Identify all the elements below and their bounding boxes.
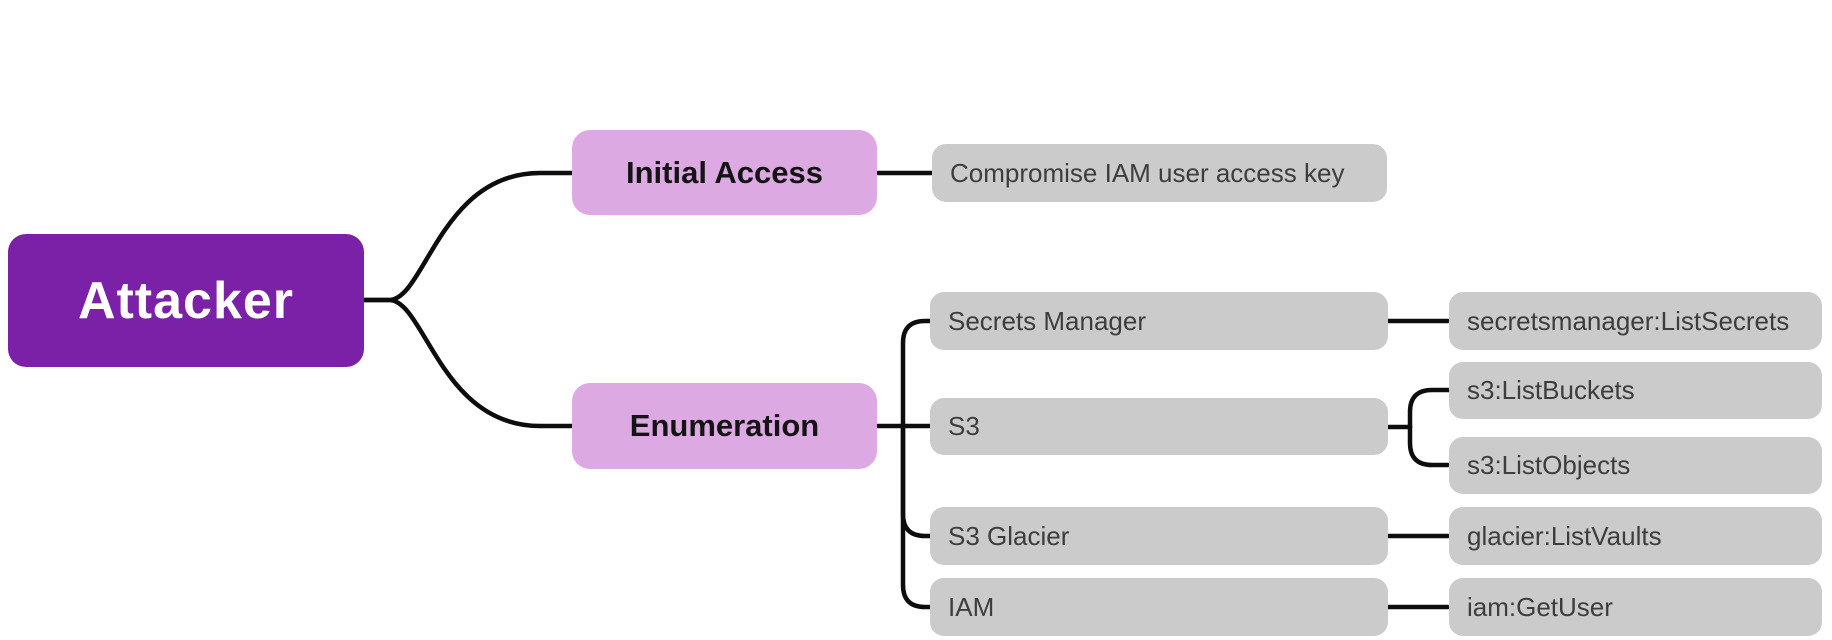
node-secrets-manager: Secrets Manager [930, 292, 1388, 350]
connector-s3-listbuckets [1407, 387, 1452, 430]
connector-enumeration-iam [900, 423, 937, 610]
node-initial-access: Initial Access [572, 130, 877, 215]
node-attacker: Attacker [8, 234, 364, 367]
node-s3-listbuckets: s3:ListBuckets [1449, 362, 1822, 419]
node-secretsmanager-listsecrets: secretsmanager:ListSecrets [1449, 292, 1822, 350]
node-iam-getuser: iam:GetUser [1449, 578, 1822, 636]
connector-attacker-enumeration [361, 297, 575, 429]
node-iam: IAM [930, 578, 1388, 636]
connector-s3-listobjects [1407, 424, 1452, 468]
node-compromise-iam-user-access-key: Compromise IAM user access key [932, 144, 1387, 202]
node-glacier-listvaults: glacier:ListVaults [1449, 507, 1822, 565]
connector-enumeration-secrets-manager [900, 318, 937, 429]
node-s3-glacier: S3 Glacier [930, 507, 1388, 565]
connector-attacker-initial-access [361, 170, 575, 303]
node-s3: S3 [930, 398, 1388, 455]
node-s3-listobjects: s3:ListObjects [1449, 437, 1822, 494]
node-enumeration: Enumeration [572, 383, 877, 469]
